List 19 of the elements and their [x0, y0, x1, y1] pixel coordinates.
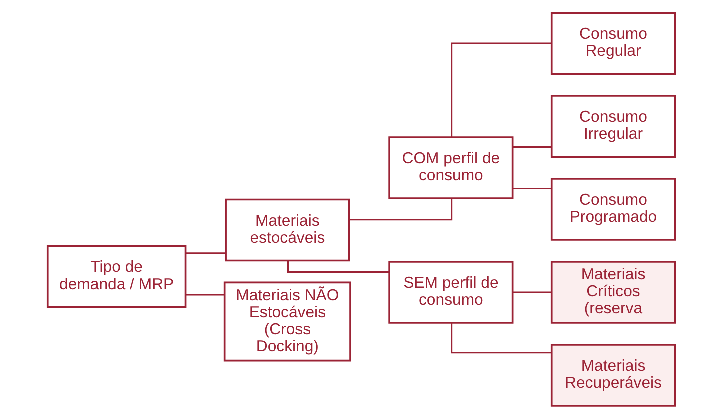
connector — [186, 252, 226, 254]
node-box: Tipo de demanda / MRP — [46, 245, 187, 308]
connector — [287, 260, 390, 274]
connector — [350, 198, 453, 221]
node-box: COM perfil de consumo — [388, 136, 514, 200]
node-box: Materiais Críticos (reserva — [550, 261, 676, 324]
connector — [513, 146, 552, 148]
connector — [513, 188, 552, 190]
node-box: Materiais NÃO Estocáveis (Cross Docking) — [224, 282, 352, 362]
connector — [451, 42, 552, 138]
node-box: Consumo Regular — [550, 12, 676, 75]
connector — [451, 323, 552, 354]
node-box: Consumo Irregular — [550, 95, 676, 158]
node-box: Materiais Recuperáveis — [550, 344, 676, 407]
connector — [186, 294, 224, 296]
node-box: Materiais estocáveis — [225, 198, 350, 262]
connector — [513, 292, 552, 294]
node-box: SEM perfil de consumo — [388, 261, 514, 324]
node-box: Consumo Programado — [550, 178, 676, 241]
